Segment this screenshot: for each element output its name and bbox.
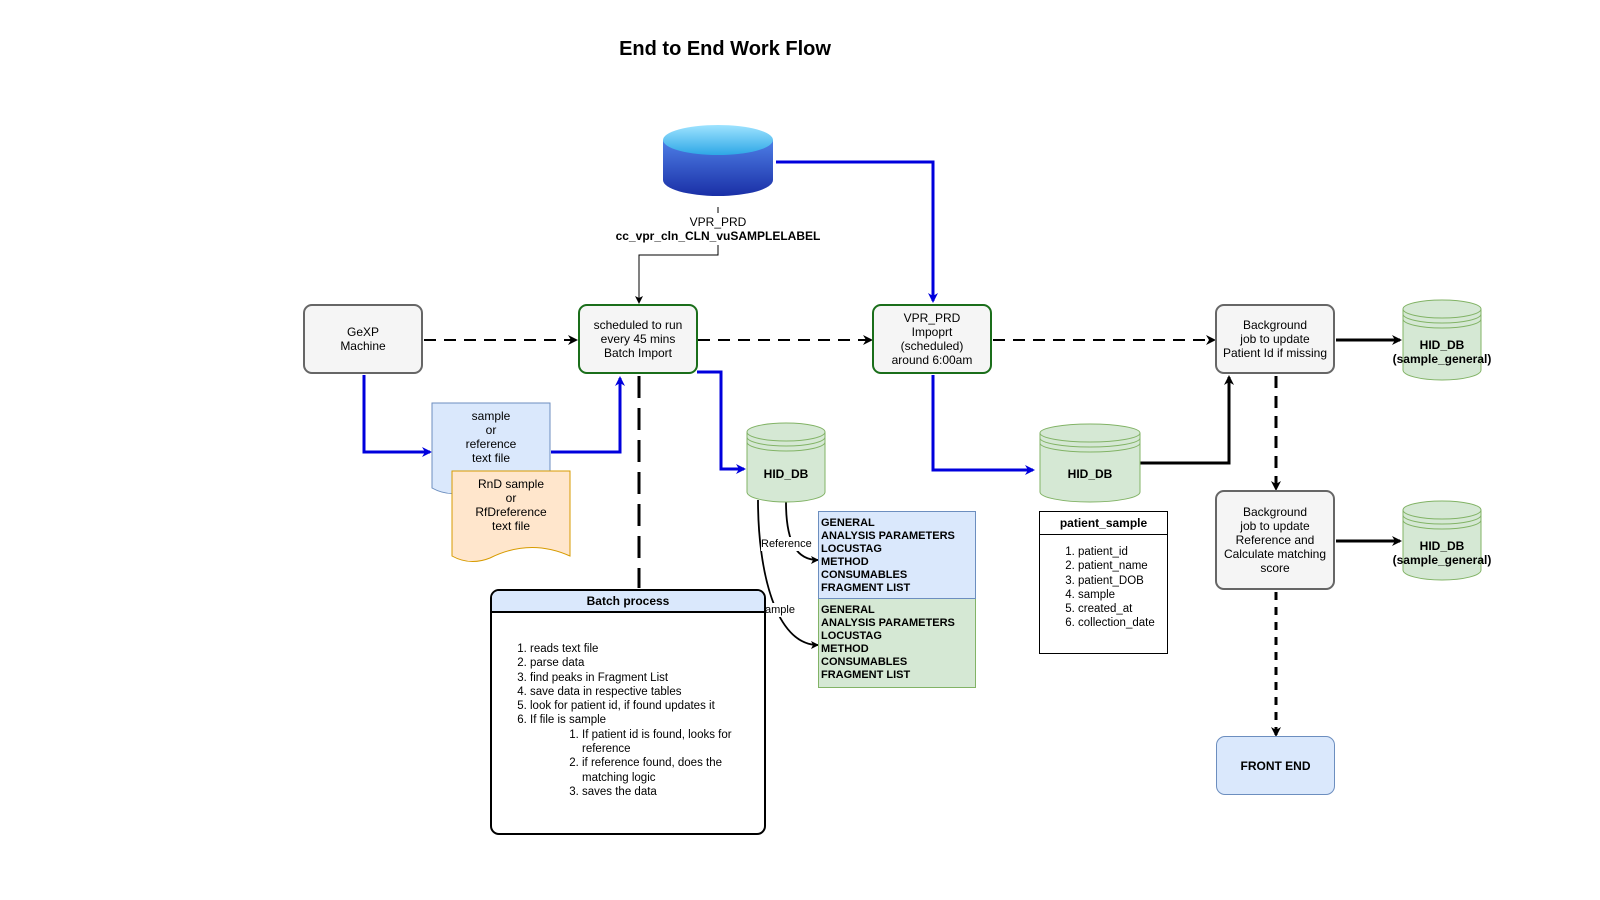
edge-hid-db-to-sample-fields — [757, 499, 819, 649]
node-bg-job-reference[interactable]: Background job to update Reference and C… — [1215, 490, 1335, 590]
batch-process-panel: Batch process reads text file parse data… — [490, 589, 766, 835]
edge-source-to-vpr-import — [776, 160, 938, 303]
sample-field: GENERAL — [821, 604, 875, 616]
reference-field: LOCUSTAG — [821, 543, 882, 555]
hid-db-1-icon — [746, 422, 826, 503]
hid-db-2-icon — [1039, 423, 1141, 503]
edge-label-sample: ample — [765, 603, 795, 617]
patient-sample-column: patient_DOB — [1078, 574, 1167, 588]
node-vpr-import[interactable]: VPR_PRD Impoprt (scheduled) around 6:00a… — [872, 304, 992, 374]
node-batch-import[interactable]: scheduled to run every 45 mins Batch Imp… — [578, 304, 698, 374]
sample-field: FRAGMENT LIST — [821, 669, 911, 681]
reference-field: FRAGMENT LIST — [821, 582, 911, 594]
reference-field: GENERAL — [821, 517, 875, 529]
sample-field: LOCUSTAG — [821, 630, 882, 642]
reference-field: METHOD — [821, 556, 869, 568]
batch-process-step: look for patient id, if found updates it — [530, 699, 764, 713]
batch-process-step: If file is sample If patient id is found… — [530, 713, 764, 799]
patient-sample-column: collection_date — [1078, 616, 1167, 630]
hid-db-1-label: HID_DB — [763, 467, 809, 481]
batch-process-step-text: If file is sample — [530, 714, 607, 727]
node-bg-job-patient-id[interactable]: Background job to update Patient Id if m… — [1215, 304, 1335, 374]
node-front-end[interactable]: FRONT END — [1216, 736, 1335, 795]
patient-sample-column: patient_id — [1078, 545, 1167, 559]
sample-file-label: sample or reference text file — [465, 409, 517, 465]
edge-label-reference: Reference — [761, 537, 812, 551]
reference-field: ANALYSIS PARAMETERS — [821, 530, 955, 542]
hid-db-2-label: HID_DB — [1067, 467, 1113, 481]
batch-process-sub-step: If patient id is found, looks for refere… — [582, 728, 764, 757]
sample-fields-table: GENERAL ANALYSIS PARAMETERS LOCUSTAG MET… — [818, 599, 976, 688]
edge-hid-db-to-bg-job — [1140, 375, 1234, 465]
edge-source-to-batch-import — [635, 207, 719, 304]
hid-db-sample-general-1-label: HID_DB (sample_general) — [1392, 338, 1492, 366]
page-title: End to End Work Flow — [619, 38, 831, 60]
hid-db-sample-general-1-icon — [1402, 299, 1482, 381]
patient-sample-title: patient_sample — [1040, 512, 1167, 535]
sample-field: METHOD — [821, 643, 869, 655]
patient-sample-column: sample — [1078, 588, 1167, 602]
edge-vpr-import-to-hid-db — [931, 375, 1035, 475]
hid-db-sample-general-2-label: HID_DB (sample_general) — [1392, 539, 1492, 567]
batch-process-sub-steps: If patient id is found, looks for refere… — [530, 728, 764, 799]
batch-process-steps: reads text file parse data find peaks in… — [492, 613, 764, 799]
batch-process-step: parse data — [530, 656, 764, 670]
patient-sample-column: patient_name — [1078, 559, 1167, 573]
source-db-name: VPR_PRD — [689, 215, 747, 229]
edge-gexp-to-file — [362, 375, 432, 457]
rnd-file-shape — [451, 470, 571, 562]
batch-process-step: reads text file — [530, 642, 764, 656]
patient-sample-column: created_at — [1078, 602, 1167, 616]
edge-batch-import-to-hid-db — [697, 370, 746, 474]
edge-file-to-batch-import — [551, 376, 625, 454]
batch-process-step: find peaks in Fragment List — [530, 671, 764, 685]
patient-sample-columns: patient_id patient_name patient_DOB samp… — [1040, 535, 1167, 631]
source-db-view: cc_vpr_cln_CLN_vuSAMPLELABEL — [615, 229, 821, 243]
sample-field: CONSUMABLES — [821, 656, 908, 668]
source-database-icon — [663, 125, 773, 196]
batch-process-sub-step: if reference found, does the matching lo… — [582, 756, 764, 785]
reference-field: CONSUMABLES — [821, 569, 908, 581]
edge-hid-db-to-reference-fields — [785, 501, 819, 564]
sample-field: ANALYSIS PARAMETERS — [821, 617, 955, 629]
reference-fields-table: GENERAL ANALYSIS PARAMETERS LOCUSTAG MET… — [818, 511, 976, 599]
rnd-file-label: RnD sample or RfDreference text file — [475, 477, 547, 533]
patient-sample-table: patient_sample patient_id patient_name p… — [1039, 511, 1168, 654]
batch-process-sub-step: saves the data — [582, 785, 764, 799]
batch-process-title: Batch process — [492, 591, 764, 613]
hid-db-sample-general-2-icon — [1402, 500, 1482, 581]
batch-process-step: save data in respective tables — [530, 685, 764, 699]
node-gexp-machine[interactable]: GeXP Machine — [303, 304, 423, 374]
